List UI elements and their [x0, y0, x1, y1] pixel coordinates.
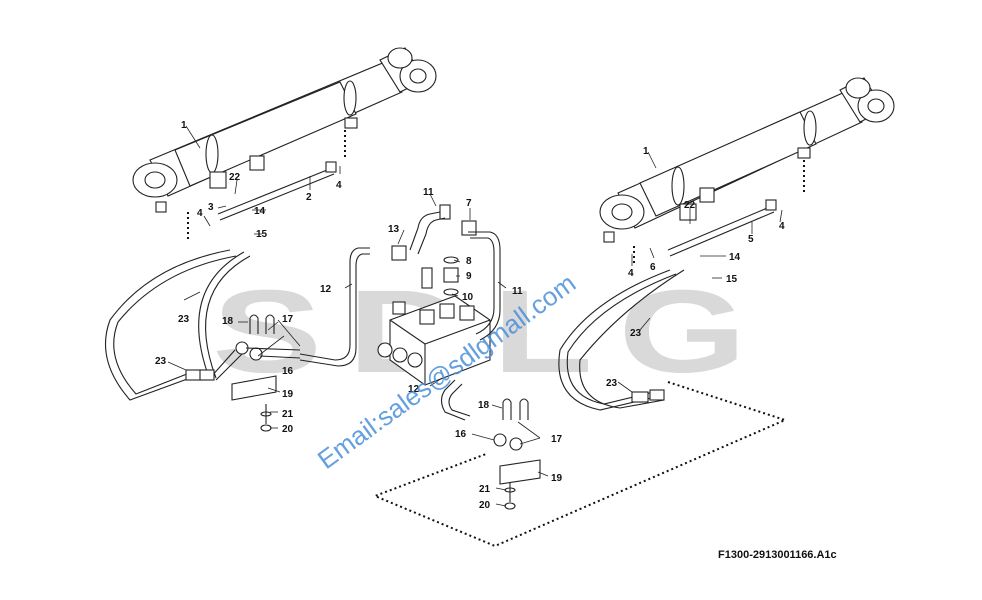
callout-12-left: 12	[320, 284, 332, 295]
callout-12-bottom: 12	[408, 384, 420, 395]
callout-19-right: 19	[551, 473, 563, 484]
callout-17-left: 17	[282, 314, 294, 325]
callout-4-right-b: 4	[628, 268, 634, 279]
callout-1-right: 1	[643, 146, 649, 157]
left-lift-cylinder	[132, 47, 437, 213]
callout-15-right: 15	[726, 274, 738, 285]
callout-18-right: 18	[478, 400, 490, 411]
figure-reference: F1300-2913001166.A1c	[718, 549, 837, 561]
callout-14-right: 14	[729, 252, 741, 263]
callout-11-right: 11	[512, 286, 523, 297]
callout-17-right: 17	[551, 434, 563, 445]
callout-6: 6	[650, 262, 656, 273]
callout-13: 13	[388, 224, 400, 235]
callout-4-right-a: 4	[779, 221, 785, 232]
callout-16-left: 16	[282, 366, 294, 377]
callout-9: 9	[466, 271, 472, 282]
callout-23-left-a: 23	[178, 314, 190, 325]
valve-pipes	[299, 211, 501, 421]
callout-20-right: 20	[479, 500, 491, 511]
callout-19-left: 19	[282, 389, 294, 400]
callout-23-left-b: 23	[155, 356, 167, 367]
callout-21-right: 21	[479, 484, 491, 495]
callout-18-left: 18	[222, 316, 234, 327]
control-valve	[377, 295, 491, 386]
callout-labels: 1 2 3 4 4 14 15 22 11 7 13 8 9 10 11 12 …	[155, 120, 785, 511]
callout-14-left: 14	[254, 206, 266, 217]
callout-15-left: 15	[256, 229, 268, 240]
right-lift-cylinder	[599, 77, 895, 243]
callout-2: 2	[306, 192, 312, 203]
callout-11-top: 11	[423, 187, 434, 198]
callout-4-left-a: 4	[336, 180, 342, 191]
left-clamp-group	[231, 314, 277, 432]
leader-lines	[167, 125, 783, 507]
callout-3: 3	[208, 202, 214, 213]
callout-5: 5	[748, 234, 754, 245]
dotted-connection-left	[187, 130, 346, 240]
callout-21-left: 21	[282, 409, 294, 420]
right-hoses	[558, 269, 685, 411]
left-hoses	[104, 249, 301, 401]
cylinder-pipes	[217, 161, 777, 257]
callout-7: 7	[466, 198, 472, 209]
callout-8: 8	[466, 256, 472, 267]
dotted-connection-right	[372, 160, 805, 548]
right-clamp-group	[493, 398, 541, 510]
callout-23-right-a: 23	[630, 328, 642, 339]
callout-16-right: 16	[455, 429, 467, 440]
callout-22-right: 22	[684, 200, 696, 211]
callout-1-left: 1	[181, 120, 187, 131]
callout-20-left: 20	[282, 424, 294, 435]
callout-23-right-b: 23	[606, 378, 618, 389]
callout-22-left: 22	[229, 172, 241, 183]
callout-10: 10	[462, 292, 474, 303]
callout-4-left-b: 4	[197, 208, 203, 219]
